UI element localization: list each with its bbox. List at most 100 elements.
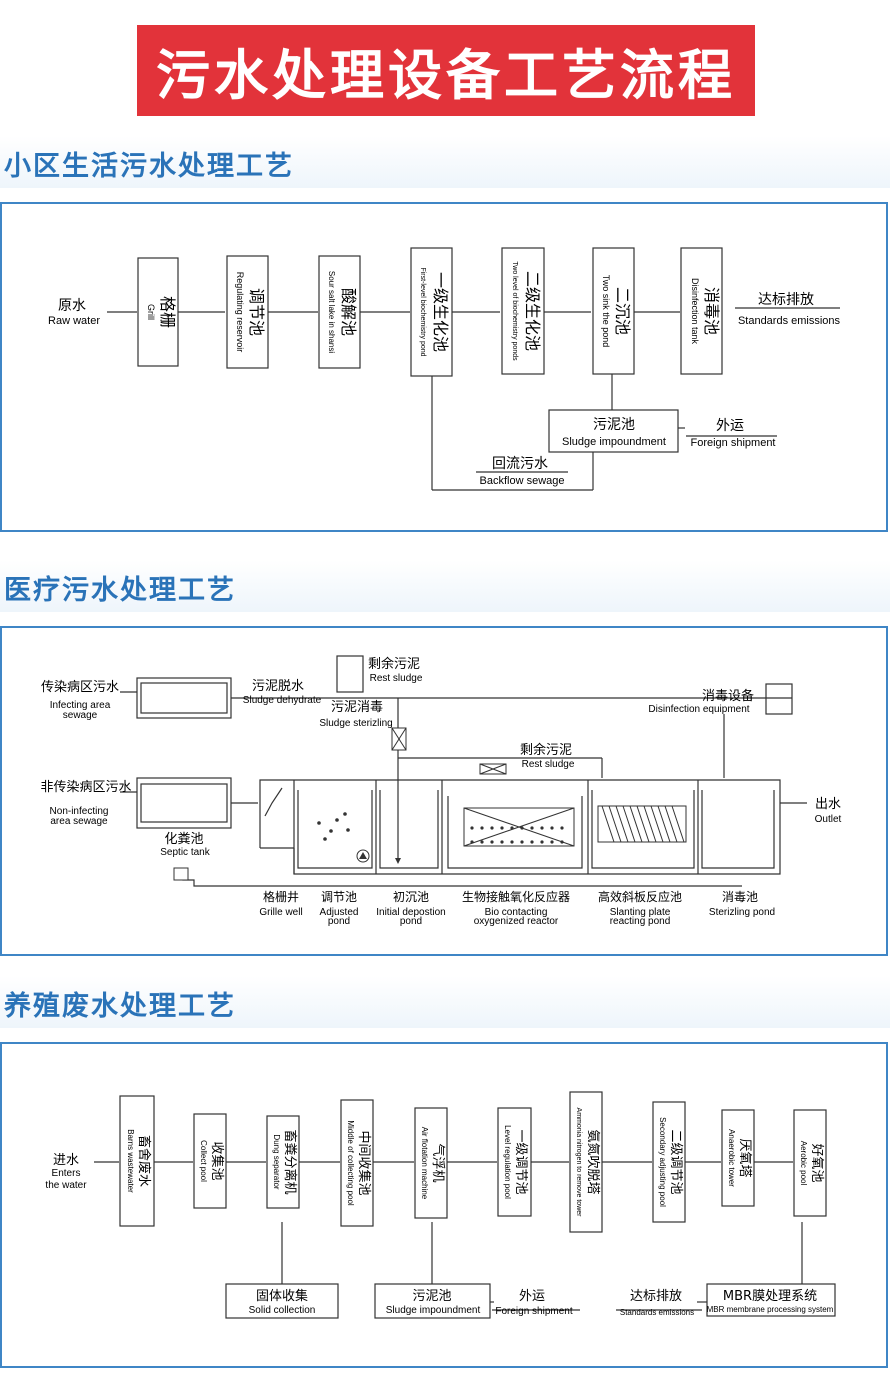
dung-en: Dung separator xyxy=(272,1134,281,1189)
flow-box-sludge xyxy=(374,1283,491,1319)
stage-slanting-en2: reacting pond xyxy=(610,916,671,927)
rest-sludge-top-cn: 剩余污泥 xyxy=(368,656,420,672)
flow-box-air-flotation xyxy=(414,1107,448,1219)
shipment-cn-3: 外运 xyxy=(519,1289,545,1304)
sludge-en: Sludge impoundment xyxy=(562,436,666,448)
flow-box-bio-2 xyxy=(501,247,545,375)
section-2-panel: 传染病区污水 Infecting area sewage 非传染病区污水 Non… xyxy=(0,626,888,956)
stage-adjusted-en1: Adjusted xyxy=(320,907,359,918)
start-label-cn: 原水 xyxy=(58,298,86,314)
flow-box-grill xyxy=(137,257,179,367)
middle-en: Middle of collecting pool xyxy=(346,1120,355,1206)
end-label-cn: 达标排放 xyxy=(758,292,814,308)
residential-flow-diagram: 原水 Raw water 格栅 Grill 调节池 Regulating res… xyxy=(48,247,841,491)
bio-2-en: Two level of biochemistry ponds xyxy=(511,261,518,361)
stage-bio-cn: 生物接触氧化反应器 xyxy=(462,889,570,904)
flow-box-bio-1 xyxy=(410,247,453,377)
solid-cn: 固体收集 xyxy=(256,1288,308,1304)
sterilizing-cn: 污泥消毒 xyxy=(331,700,383,715)
dung-cn: 畜粪分离机 xyxy=(282,1129,298,1194)
flow-box-regulating xyxy=(226,255,269,369)
section-3-panel: 进水 Enters the water 畜舍废水 Barns wastewate… xyxy=(0,1042,888,1368)
shipment-en-3: Foreign shipment xyxy=(495,1306,572,1317)
section-1-title: 小区生活污水处理工艺 xyxy=(4,151,294,182)
non-infecting-tank xyxy=(136,777,232,829)
septic-en: Septic tank xyxy=(160,847,210,858)
enter-en2: the water xyxy=(45,1180,87,1191)
secondary-adjust-en: Secondary adjusting pool xyxy=(658,1117,667,1207)
aerobic-cn: 好氧池 xyxy=(809,1143,824,1182)
collect-cn: 收集池 xyxy=(209,1141,225,1180)
stage-grille-en1: Grille well xyxy=(259,907,302,918)
middle-cn: 中间收集池 xyxy=(356,1130,372,1195)
stage-initial-en2: pond xyxy=(400,916,422,927)
section-2-header xyxy=(0,560,890,612)
aerobic-en: Aerobic pool xyxy=(799,1141,808,1186)
section-3-header xyxy=(0,976,890,1028)
stage-adjusted-cn: 调节池 xyxy=(321,890,357,904)
regulating-en: Regulating reservoir xyxy=(235,272,245,353)
flow-box-collect xyxy=(193,1113,227,1209)
shipment-cn: 外运 xyxy=(716,418,744,434)
grill-cn: 格栅 xyxy=(158,296,177,328)
medical-flow-diagram: 传染病区污水 Infecting area sewage 非传染病区污水 Non… xyxy=(40,655,842,927)
stage-sterizling-en1: Sterizling pond xyxy=(709,907,775,918)
septic-cn: 化粪池 xyxy=(164,832,203,847)
dehydrate-en: Sludge dehydrate xyxy=(243,695,322,706)
disinfection-en: Disinfection tank xyxy=(690,278,700,345)
dehydrate-cn: 污泥脱水 xyxy=(252,679,304,694)
level-cn: 一级调节池 xyxy=(513,1129,528,1194)
outlet-en: Outlet xyxy=(815,814,842,825)
flow-box-secondary-sink xyxy=(592,247,635,375)
rest-sludge-box-top xyxy=(336,655,364,693)
infecting-en2: sewage xyxy=(63,710,98,721)
start-label-en: Raw water xyxy=(48,315,100,327)
flow-box-ammonia xyxy=(569,1091,603,1233)
bio-1-en: First-level biochemistry pond xyxy=(419,267,426,356)
stage-initial-cn: 初沉池 xyxy=(393,890,429,904)
mbr-en: MBR membrane processing system xyxy=(707,1305,834,1314)
section-2-title: 医疗污水处理工艺 xyxy=(4,575,236,606)
flow-box-middle-collect xyxy=(340,1099,374,1227)
flow-box-acidolysis xyxy=(318,255,361,369)
infecting-tank xyxy=(136,677,232,719)
flow-box-barns xyxy=(119,1095,155,1227)
stage-slanting-cn: 高效斜板反应池 xyxy=(598,889,682,904)
bio-1-cn: 一级生化池 xyxy=(431,272,450,352)
anaerobic-en: Anaerobic tower xyxy=(727,1129,736,1187)
acidolysis-en: Sour salt lake in shansi xyxy=(327,271,336,353)
flow-box-level-regulation xyxy=(497,1107,532,1217)
air-cn: 气浮机 xyxy=(430,1143,446,1182)
barns-cn: 畜舍废水 xyxy=(136,1135,152,1187)
flow-box-solid xyxy=(225,1283,339,1319)
emission-cn-3: 达标排放 xyxy=(630,1289,682,1304)
flow-box-secondary-adjust xyxy=(652,1101,686,1223)
stage-slanting-en1: Slanting plate xyxy=(610,907,671,918)
enter-en1: Enters xyxy=(52,1168,81,1179)
page-title-banner: 污水处理设备工艺流程 xyxy=(137,25,755,116)
rest-sludge-mid-cn: 剩余污泥 xyxy=(520,742,572,758)
enter-cn: 进水 xyxy=(53,1153,79,1168)
section-1-panel: 原水 Raw water 格栅 Grill 调节池 Regulating res… xyxy=(0,202,888,532)
rest-sludge-mid-en: Rest sludge xyxy=(522,759,575,770)
secondary-sink-en: Two sink the pond xyxy=(601,275,611,348)
backflow-en: Backflow sewage xyxy=(480,475,565,487)
ammonia-cn: 氨氮吹脱塔 xyxy=(585,1129,600,1194)
stage-bio-en2: oxygenized reactor xyxy=(474,916,559,927)
disinfection-eq-cn: 消毒设备 xyxy=(702,688,754,704)
sterilizing-en: Sludge sterizling xyxy=(319,718,392,729)
disinfection-cn: 消毒池 xyxy=(702,287,721,335)
page-title: 污水处理设备工艺流程 xyxy=(156,44,736,107)
stage-bio-en1: Bio contacting xyxy=(485,907,548,918)
bio-2-cn: 二级生化池 xyxy=(523,271,542,351)
flow-box-sludge xyxy=(548,409,679,453)
flow-box-mbr xyxy=(706,1283,836,1317)
stage-sterizling-cn: 消毒池 xyxy=(722,890,758,904)
collect-en: Collect pool xyxy=(199,1140,208,1182)
end-label-en: Standards emissions xyxy=(738,315,841,327)
grill-en: Grill xyxy=(146,304,156,320)
flow-box-aerobic xyxy=(793,1109,827,1217)
air-en: Air flotation machine xyxy=(420,1127,429,1200)
stage-grille-cn: 格栅井 xyxy=(263,889,299,904)
non-infecting-en2: area sewage xyxy=(50,816,108,827)
